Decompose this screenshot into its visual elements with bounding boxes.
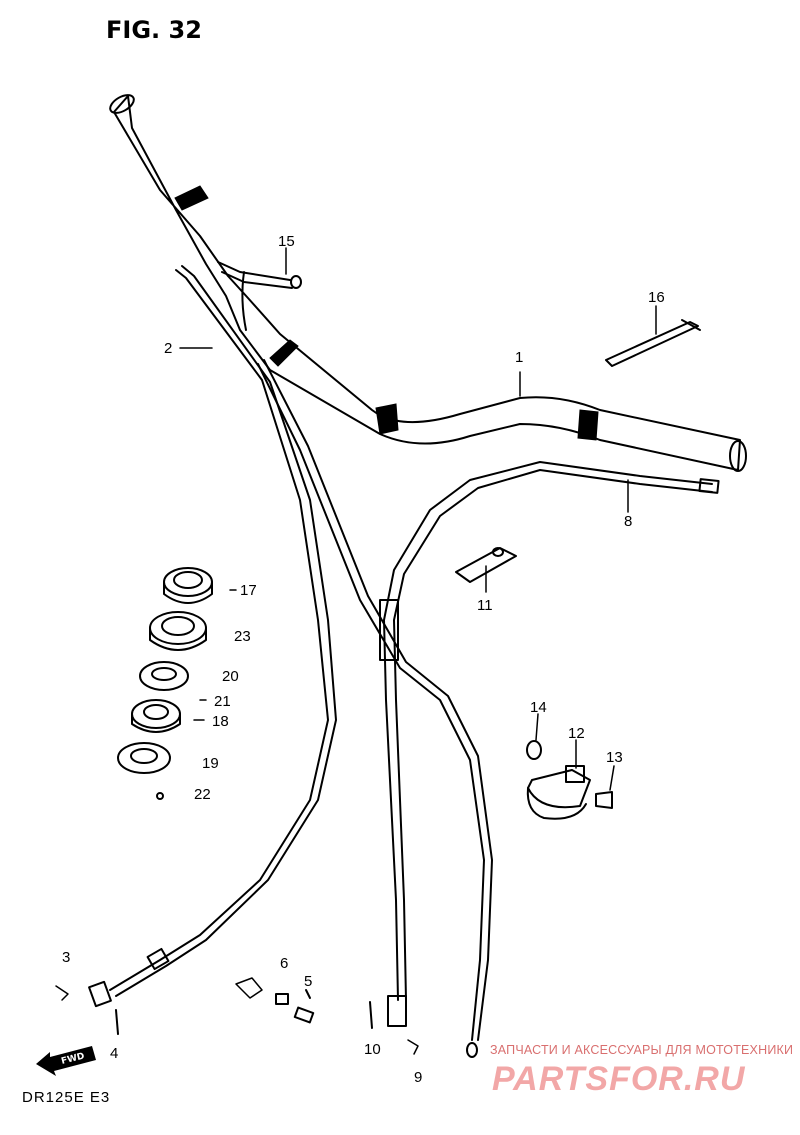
- callout-17: 17: [240, 582, 257, 599]
- callout-18: 18: [212, 713, 229, 730]
- model-label: DR125E E3: [22, 1089, 110, 1106]
- bearing-18: [131, 699, 181, 733]
- callout-1: 1: [515, 349, 523, 366]
- tie-band: [605, 319, 701, 367]
- callout-19: 19: [202, 755, 219, 772]
- clutch-cable: [379, 461, 720, 1027]
- cable-clamp: [455, 547, 517, 583]
- seal-17: [163, 567, 213, 604]
- callout-2: 2: [164, 340, 172, 357]
- callout-20: 20: [222, 668, 239, 685]
- handlebar: [109, 94, 747, 472]
- handlebar-clamp: [217, 261, 302, 331]
- callout-labels: 1 2 3 4 5 6 8 9 10 11 12 13 14 15 16 17 …: [62, 233, 665, 1086]
- throttle-cable: [88, 265, 337, 1008]
- watermark-brand: PARTSFOR.RU: [492, 1060, 746, 1098]
- callout-4: 4: [110, 1045, 118, 1062]
- callout-5: 5: [304, 973, 312, 990]
- callout-23: 23: [234, 628, 251, 645]
- race-23: [149, 611, 207, 651]
- watermark-caption: ЗАПЧАСТИ И АКСЕССУАРЫ ДЛЯ МОТОТЕХНИКИ: [490, 1043, 793, 1057]
- small-hardware: [55, 977, 419, 1055]
- washer-ring-20: [139, 661, 189, 691]
- watermark: ЗАПЧАСТИ И АКСЕССУАРЫ ДЛЯ МОТОТЕХНИКИ PA…: [490, 1043, 793, 1098]
- forward-arrow-icon: FWD: [36, 1046, 96, 1076]
- leader-line: [535, 713, 539, 741]
- throttle-cable-2: [257, 359, 493, 1058]
- callout-22: 22: [194, 786, 211, 803]
- spacer-22: [156, 792, 164, 800]
- callout-16: 16: [648, 289, 665, 306]
- steering-bearing-stack: [117, 567, 213, 800]
- callout-3: 3: [62, 949, 70, 966]
- callout-12: 12: [568, 725, 585, 742]
- holder-bolt: [595, 791, 613, 809]
- callout-10: 10: [364, 1041, 381, 1058]
- callout-15: 15: [278, 233, 295, 250]
- figure-title: FIG. 32: [106, 16, 202, 44]
- callout-8: 8: [624, 513, 632, 530]
- callout-13: 13: [606, 749, 623, 766]
- callout-9: 9: [414, 1069, 422, 1086]
- callout-14: 14: [530, 699, 547, 716]
- leader-line: [609, 765, 615, 791]
- callout-11: 11: [477, 597, 493, 614]
- holder-nut: [526, 740, 542, 760]
- holder-assembly: [526, 740, 613, 820]
- seal-lower-19: [117, 742, 171, 774]
- callout-6: 6: [280, 955, 288, 972]
- callout-21: 21: [214, 693, 231, 710]
